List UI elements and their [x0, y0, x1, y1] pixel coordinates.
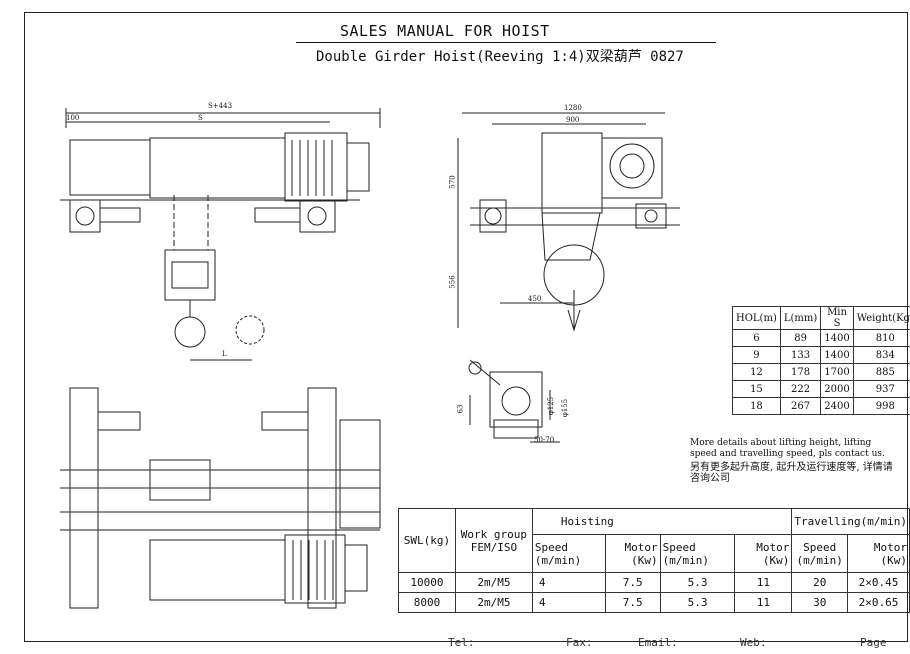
table-cell: 5.3	[659, 572, 736, 593]
table-cell: 4	[531, 572, 606, 593]
table-cell: 133	[779, 346, 822, 364]
dim-100: 100	[66, 114, 80, 122]
table-cell: 1400	[820, 346, 854, 364]
dim-l: L	[222, 350, 227, 358]
spec-table: SWL(kg) Work group FEM/ISO Hoisting Trav…	[398, 508, 910, 613]
table-cell: 810	[852, 329, 910, 347]
footer-web: Web:	[740, 636, 767, 649]
table-cell: 15	[732, 380, 781, 398]
contact-note: More details about lifting height, lifti…	[690, 438, 900, 484]
spec-header-row: SWL(kg) Work group FEM/ISO Hoisting Trav…	[398, 508, 910, 573]
speed-header: Speed (m/min)	[531, 534, 606, 573]
note-english: More details about lifting height, lifti…	[690, 438, 885, 459]
table-cell: 89	[779, 329, 822, 347]
table-cell: 18	[732, 397, 781, 415]
dim-50-70: 50-70	[534, 436, 555, 444]
dim-450: 450	[528, 295, 542, 303]
table-cell: 2×0.45	[847, 572, 910, 593]
dim-900: 900	[566, 116, 580, 124]
table-cell: 222	[779, 380, 822, 398]
page-title: SALES MANUAL FOR HOIST	[340, 22, 550, 40]
table-cell: 1700	[820, 363, 854, 381]
plan-view-drawing	[60, 387, 381, 609]
travel-speed-header: Speed (m/min)	[791, 534, 849, 573]
travelling-header: Travelling(m/min)	[791, 508, 910, 535]
spec-subheader-row: Speed (m/min) Motor (Kw) Speed (m/min) M…	[399, 534, 910, 573]
dim-556: 556	[448, 275, 457, 289]
table-cell: 937	[852, 380, 910, 398]
table-cell: 834	[852, 346, 910, 364]
hol-header: Weight(Kg)	[852, 306, 910, 330]
table-cell: 2400	[820, 397, 854, 415]
wheel-detail-drawing	[468, 359, 560, 443]
table-cell: 30	[791, 592, 849, 613]
table-row: 8000 2m/M5 4 7.5 5.3 11 30 2×0.65	[398, 592, 910, 613]
motor-header: Motor (Kw)	[604, 534, 661, 573]
hol-header: Min S	[820, 306, 854, 330]
table-cell: 20	[791, 572, 849, 593]
title-underline	[296, 42, 716, 43]
footer-tel: Tel:	[448, 636, 475, 649]
table-cell: 7.5	[604, 592, 661, 613]
speed-header: Speed (m/min)	[659, 534, 736, 573]
table-cell: 2×0.65	[847, 592, 910, 613]
table-cell: 8000	[398, 592, 456, 613]
table-cell: 885	[852, 363, 910, 381]
side-view-drawing	[60, 108, 381, 361]
dim-125: φ125	[547, 396, 556, 416]
dim-155: φ155	[561, 398, 570, 418]
table-cell: 2m/M5	[454, 572, 533, 593]
table-cell: 9	[732, 346, 781, 364]
dim-s: S	[198, 114, 203, 122]
table-cell: 11	[734, 592, 793, 613]
dim-s-plus: S+443	[208, 102, 233, 110]
table-cell: 4	[531, 592, 606, 613]
footer-page: Page	[860, 636, 887, 649]
swl-header: SWL(kg)	[398, 508, 456, 573]
dim-1280: 1280	[564, 104, 582, 112]
table-row: 10000 2m/M5 4 7.5 5.3 11 20 2×0.45	[398, 572, 910, 593]
table-cell: 267	[779, 397, 822, 415]
note-chinese: 另有更多起升高度, 起升及运行速度等, 详情请咨询公司	[690, 462, 893, 484]
hol-header-row: HOL(m) L(mm) Min S Weight(Kg)	[732, 306, 910, 330]
table-cell: 5.3	[659, 592, 736, 613]
table-cell: 6	[732, 329, 781, 347]
table-cell: 2000	[820, 380, 854, 398]
page-subtitle: Double Girder Hoist(Reeving 1:4)双梁葫芦 082…	[316, 49, 684, 65]
work-group-header: Work group FEM/ISO	[454, 508, 533, 573]
hol-header: L(mm)	[779, 306, 822, 330]
travel-motor-header: Motor (Kw)	[847, 534, 910, 573]
hoisting-header: Hoisting	[531, 508, 793, 535]
hol-header: HOL(m)	[732, 306, 781, 330]
table-cell: 7.5	[604, 572, 661, 593]
motor-header: Motor (Kw)	[734, 534, 793, 573]
footer-fax: Fax:	[566, 636, 593, 649]
table-cell: 998	[852, 397, 910, 415]
dim-570: 570	[448, 175, 457, 189]
table-cell: 11	[734, 572, 793, 593]
table-cell: 10000	[398, 572, 456, 593]
table-cell: 178	[779, 363, 822, 381]
dim-63: 63	[456, 404, 465, 414]
footer-email: Email:	[638, 636, 678, 649]
table-cell: 2m/M5	[454, 592, 533, 613]
front-view-drawing	[457, 112, 680, 332]
table-cell: 1400	[820, 329, 854, 347]
table-cell: 12	[732, 363, 781, 381]
